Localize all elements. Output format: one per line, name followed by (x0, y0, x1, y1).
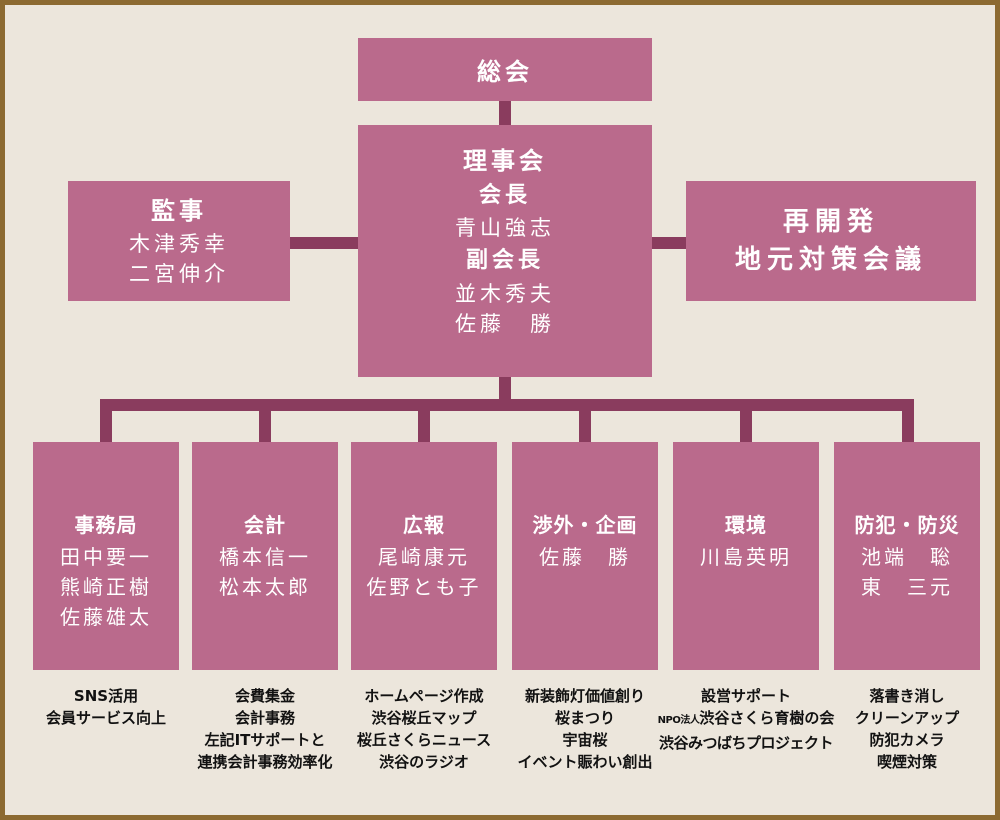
duty-prefix: NPO法人 (657, 715, 700, 726)
duty-item: 会計事務 (234, 709, 295, 727)
connector-board-down (499, 375, 511, 403)
connector-drop-5 (740, 399, 752, 445)
department-box-pr: 広報 尾崎康元 佐野とも子 (351, 442, 497, 670)
connector-horizontal-bus (100, 399, 914, 411)
general-meeting-box: 総会 (358, 38, 652, 101)
department-box-planning: 渉外・企画 佐藤 勝 (512, 442, 658, 670)
duties-list-pr: ホームページ作成 渋谷桜丘マップ 桜丘さくらニュース 渋谷のラジオ (334, 685, 514, 773)
connector-drop-3 (418, 399, 430, 445)
duties-list-secretariat: SNS活用 会員サービス向上 (16, 685, 196, 729)
department-box-environment: 環境 川島英明 (673, 442, 819, 670)
general-meeting-title: 総会 (477, 58, 533, 86)
vice-chair-name: 並木秀夫 (455, 282, 555, 306)
duty-item: 渋谷みつばちプロジェクト (658, 734, 834, 752)
duty-item: 新装飾灯価値創り (524, 687, 645, 705)
department-member: 東 三元 (861, 575, 953, 599)
department-member: 田中要一 (60, 545, 152, 569)
department-title: 環境 (725, 513, 767, 537)
board-box: 理事会 会長 青山強志 副会長 並木秀夫 佐藤 勝 (358, 125, 652, 377)
department-member: 池端 聡 (861, 545, 953, 569)
connector-board-redevelopment (650, 237, 688, 249)
department-member: 川島英明 (700, 545, 792, 569)
department-member: 熊崎正樹 (60, 575, 152, 599)
connector-drop-4 (579, 399, 591, 445)
duty-item: 桜まつり (554, 709, 615, 727)
duty-item: 防犯カメラ (869, 731, 945, 749)
duty-item: 渋谷桜丘マップ (371, 709, 477, 727)
duty-item: SNS活用 (73, 687, 139, 705)
auditors-box: 監事 木津秀幸 二宮伸介 (68, 181, 290, 301)
department-member: 尾崎康元 (378, 545, 470, 569)
board-title: 理事会 (463, 147, 547, 175)
auditor-name: 木津秀幸 (129, 232, 229, 256)
duties-list-environment: 設営サポート NPO法人渋谷さくら育樹の会 渋谷みつばちプロジェクト (656, 685, 836, 754)
redevelopment-box: 再開発 地元対策会議 (686, 181, 976, 301)
duty-item: 渋谷のラジオ (379, 753, 469, 771)
department-member: 橋本信一 (219, 545, 311, 569)
department-title: 広報 (403, 513, 445, 537)
department-member: 佐藤 勝 (539, 545, 631, 569)
department-title: 防犯・防災 (854, 513, 960, 537)
auditor-name: 二宮伸介 (129, 262, 229, 286)
duty-item: クリーンアップ (854, 709, 960, 727)
department-title: 会計 (244, 513, 286, 537)
redevelopment-title-line: 地元対策会議 (734, 245, 927, 275)
auditors-title: 監事 (151, 197, 207, 225)
connector-drop-6 (902, 399, 914, 445)
department-box-accounting: 会計 橋本信一 松本太郎 (192, 442, 338, 670)
vice-chair-label: 副会長 (465, 248, 544, 273)
department-member: 佐野とも子 (366, 575, 482, 599)
duty-item: 左記ITサポートと (204, 731, 326, 749)
duty-item: 宇宙桜 (562, 731, 608, 749)
chair-label: 会長 (478, 183, 531, 208)
duty-item: イベント賑わい創出 (517, 753, 653, 771)
connector-general-board (499, 100, 511, 126)
connector-drop-1 (100, 399, 112, 445)
duties-list-planning: 新装飾灯価値創り 桜まつり 宇宙桜 イベント賑わい創出 (495, 685, 675, 773)
connector-drop-2 (259, 399, 271, 445)
redevelopment-title-line: 再開発 (782, 207, 879, 237)
duty-item: 設営サポート (700, 687, 791, 705)
duty-item: 桜丘さくらニュース (356, 731, 492, 749)
duty-item: ホームページ作成 (364, 687, 484, 705)
vice-chair-name: 佐藤 勝 (455, 312, 555, 336)
department-box-safety: 防犯・防災 池端 聡 東 三元 (834, 442, 980, 670)
duty-item: 会費集金 (234, 687, 295, 705)
duty-item: 落書き消し (869, 687, 945, 705)
department-member: 松本太郎 (219, 575, 311, 599)
duty-item: NPO法人渋谷さくら育樹の会 (656, 707, 836, 732)
department-member: 佐藤雄太 (60, 605, 152, 629)
department-box-secretariat: 事務局 田中要一 熊崎正樹 佐藤雄太 (33, 442, 179, 670)
duties-list-accounting: 会費集金 会計事務 左記ITサポートと 連携会計事務効率化 (175, 685, 355, 773)
duty-item: 喫煙対策 (876, 753, 937, 771)
duty-item: 連携会計事務効率化 (197, 753, 333, 771)
duties-list-safety: 落書き消し クリーンアップ 防犯カメラ 喫煙対策 (817, 685, 997, 773)
department-title: 事務局 (74, 513, 138, 537)
duty-item: 会員サービス向上 (45, 709, 166, 727)
duty-text: 渋谷さくら育樹の会 (699, 709, 835, 727)
connector-auditors-board (288, 237, 360, 249)
department-title: 渉外・企画 (532, 513, 638, 537)
chair-name: 青山強志 (455, 216, 555, 240)
